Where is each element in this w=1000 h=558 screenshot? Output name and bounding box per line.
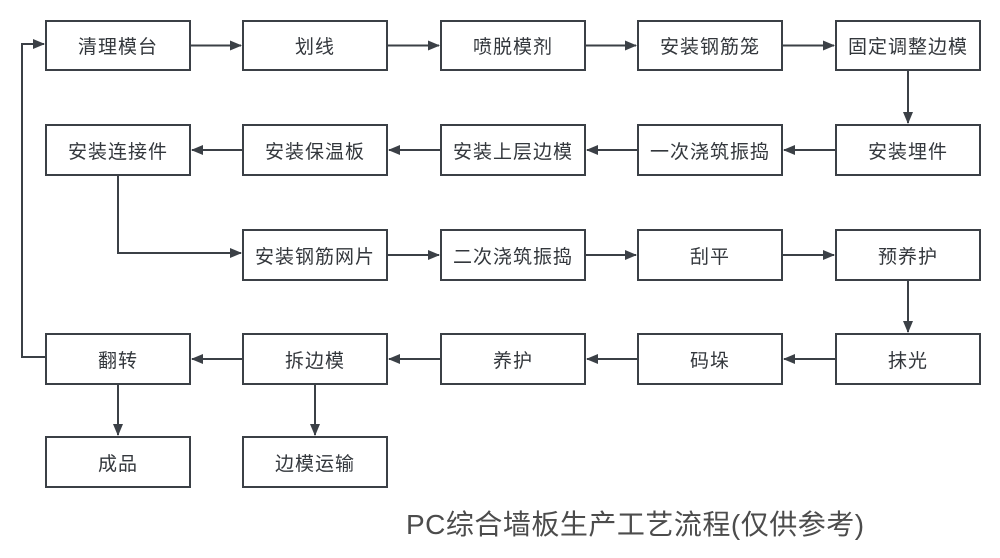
flow-node-fix-adjust-side-forms: 固定调整边模 [835, 20, 981, 71]
flow-node-finished-product: 成品 [45, 436, 191, 488]
flow-node-curing: 养护 [440, 333, 586, 385]
flow-node-install-embedded-parts: 安装埋件 [835, 124, 981, 176]
flow-node-install-rebar-cage: 安装钢筋笼 [637, 20, 783, 71]
flow-node-stacking: 码垛 [637, 333, 783, 385]
flow-node-install-upper-side-forms: 安装上层边模 [440, 124, 586, 176]
flow-node-side-form-transport: 边模运输 [242, 436, 388, 488]
flow-node-flip-over: 翻转 [45, 333, 191, 385]
edge-install-connectors-to-install-rebar-mesh [117, 176, 242, 258]
flow-node-install-insulation-board: 安装保温板 [242, 124, 388, 176]
flow-node-first-pour-vibrate: 一次浇筑振捣 [637, 124, 783, 176]
flow-node-spray-release-agent: 喷脱模剂 [440, 20, 586, 71]
flow-node-second-pour-vibrate: 二次浇筑振捣 [440, 229, 586, 281]
diagram-title: PC综合墙板生产工艺流程(仅供参考) [406, 509, 865, 540]
edge-flip-over-loop-to-clean-mold-table [21, 39, 45, 358]
flow-node-screed-flat: 刮平 [637, 229, 783, 281]
flow-node-remove-side-forms: 拆边模 [242, 333, 388, 385]
flow-node-trowel-polish: 抹光 [835, 333, 981, 385]
flow-node-pre-curing: 预养护 [835, 229, 981, 281]
flow-node-marking-lines: 划线 [242, 20, 388, 71]
flow-node-install-connectors: 安装连接件 [45, 124, 191, 176]
flow-node-clean-mold-table: 清理模台 [45, 20, 191, 71]
flow-node-install-rebar-mesh: 安装钢筋网片 [242, 229, 388, 281]
